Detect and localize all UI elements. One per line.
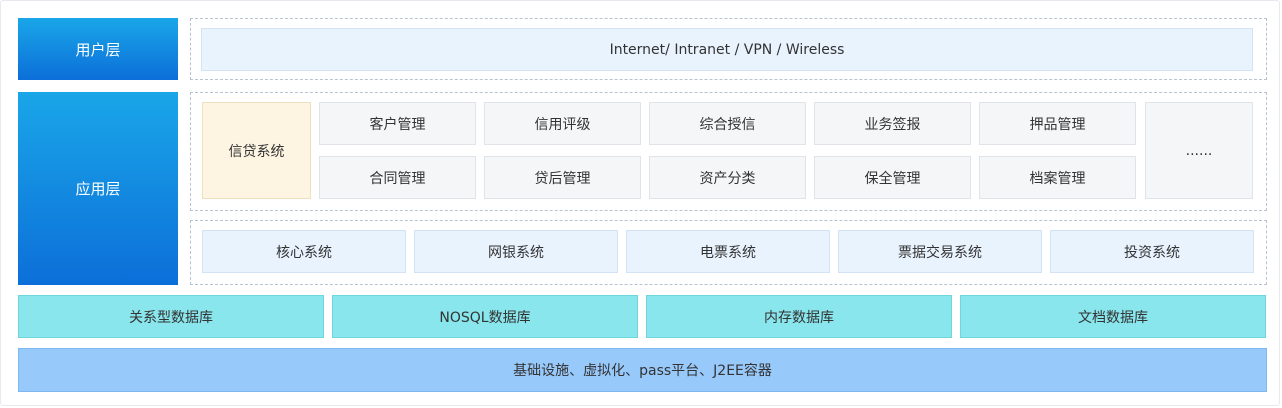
credit-module: 档案管理: [979, 156, 1136, 199]
database: NOSQL数据库: [332, 295, 638, 338]
network-access-bar: Internet/ Intranet / VPN / Wireless: [201, 28, 1253, 71]
infrastructure-bar: 基础设施、虚拟化、pass平台、J2EE容器: [18, 348, 1267, 392]
core-system: 网银系统: [414, 230, 618, 273]
credit-module: 信用评级: [484, 102, 641, 145]
credit-module: 押品管理: [979, 102, 1136, 145]
user-layer-label: 用户层: [18, 18, 178, 80]
core-system: 投资系统: [1050, 230, 1254, 273]
credit-module: 客户管理: [319, 102, 476, 145]
core-system: 票据交易系统: [838, 230, 1042, 273]
credit-module: 资产分类: [649, 156, 806, 199]
database: 关系型数据库: [18, 295, 324, 338]
more-modules: ......: [1145, 102, 1253, 199]
application-layer-label: 应用层: [18, 92, 178, 285]
core-system: 核心系统: [202, 230, 406, 273]
credit-system: 信贷系统: [202, 102, 311, 199]
credit-module: 贷后管理: [484, 156, 641, 199]
credit-module: 合同管理: [319, 156, 476, 199]
database: 文档数据库: [960, 295, 1266, 338]
database: 内存数据库: [646, 295, 952, 338]
credit-module: 综合授信: [649, 102, 806, 145]
core-system: 电票系统: [626, 230, 830, 273]
credit-module: 保全管理: [814, 156, 971, 199]
credit-module: 业务签报: [814, 102, 971, 145]
